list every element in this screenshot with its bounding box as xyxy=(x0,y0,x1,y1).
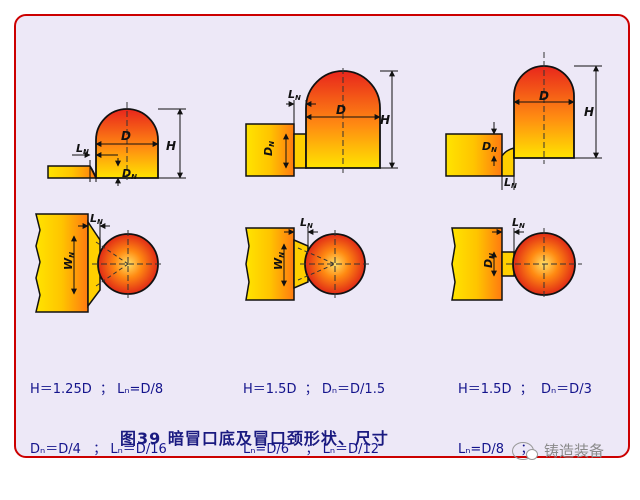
label-h-2: H xyxy=(380,113,390,127)
label-d-3: D xyxy=(539,89,549,103)
label-dn-2: DN xyxy=(262,141,276,156)
top-view-1 xyxy=(35,213,164,313)
side-view-2 xyxy=(245,68,398,177)
wechat-icon xyxy=(512,441,538,460)
label-wn-1: WN xyxy=(62,252,76,270)
formula-block-1: H＝1.25D ； Lₙ=D/8 Dₙ＝D/4 ； Lₙ＝D/16 xyxy=(30,340,167,500)
watermark-text: 铸造装备 xyxy=(544,442,605,460)
dimension-labels: D H LN DN D H LN DN D H DN LN LN WN LN W… xyxy=(62,88,594,270)
formula-1-line-2: Dₙ＝D/4 ； Lₙ＝D/16 xyxy=(30,442,167,457)
watermark: 铸造装备 xyxy=(512,440,604,461)
label-ln-3: LN xyxy=(504,176,517,190)
label-ln-5: LN xyxy=(300,216,313,230)
label-wn-2: WN xyxy=(272,252,286,270)
formula-1-line-1: H＝1.25D ； Lₙ=D/8 xyxy=(30,382,164,397)
label-h-1: H xyxy=(166,139,176,153)
formula-3-line-1: H＝1.5D ； Dₙ＝D/3 xyxy=(458,382,592,397)
formula-block-3: H＝1.5D ； Dₙ＝D/3 Lₙ=D/8 ； xyxy=(458,340,592,500)
label-ln-2: LN xyxy=(288,88,301,102)
page: D H LN DN D H LN DN D H DN LN LN WN LN W… xyxy=(14,14,630,461)
label-h-3: H xyxy=(584,105,594,119)
formula-2-line-2: Lₙ=D/6 ； Lₙ＝D/12 xyxy=(243,442,379,457)
top-view-2 xyxy=(245,227,372,301)
label-ln-6: LN xyxy=(512,216,525,230)
formula-2-line-1: H＝1.5D ； Dₙ＝D/1.5 xyxy=(243,382,386,397)
side-view-1 xyxy=(47,102,186,186)
side-view-3 xyxy=(445,52,602,190)
label-ln-1: LN xyxy=(76,142,89,156)
top-view-3 xyxy=(451,227,582,301)
formula-block-2: H＝1.5D ； Dₙ＝D/1.5 Lₙ=D/6 ； Lₙ＝D/12 xyxy=(243,340,385,500)
riser-diagrams: D H LN DN D H LN DN D H DN LN LN WN LN W… xyxy=(35,52,602,313)
label-ln-4: LN xyxy=(90,212,103,226)
label-dn-4: DN xyxy=(482,253,496,268)
figure-caption: 图39 暗冒口底及冒口颈形状、尺寸 xyxy=(120,429,389,448)
label-dn-3: DN xyxy=(482,140,497,154)
label-d-1: D xyxy=(121,129,131,143)
label-d-2: D xyxy=(336,103,346,117)
label-dn-1: DN xyxy=(122,167,137,181)
